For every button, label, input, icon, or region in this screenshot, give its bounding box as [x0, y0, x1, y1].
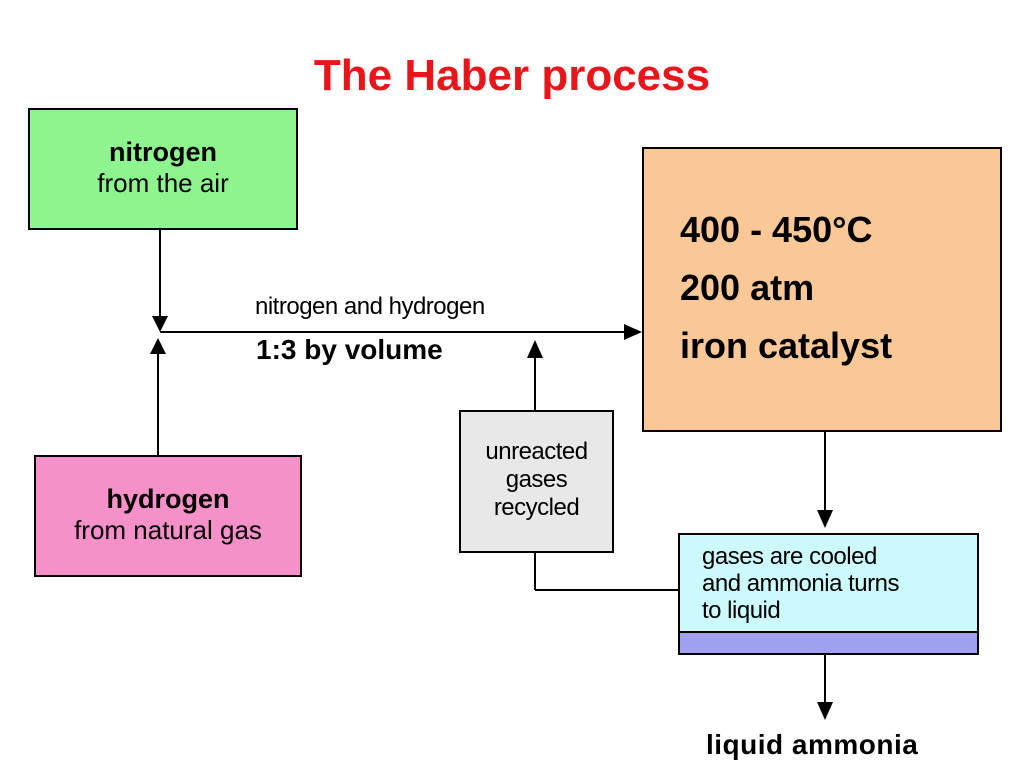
hydrogen-source: from natural gas	[74, 515, 262, 545]
cooling-line-2: and ammonia turns	[702, 570, 899, 597]
pressure-label: 200 atm	[680, 267, 815, 308]
recycled-line-1: unreacted	[485, 438, 588, 465]
arrowhead-to-cooling	[817, 510, 833, 528]
hydrogen-source-box: hydrogen from natural gas	[34, 455, 302, 577]
product-label: liquid ammonia	[706, 729, 919, 760]
liquid-ammonia-band	[680, 631, 977, 653]
catalyst-label: iron catalyst	[680, 325, 893, 366]
hydrogen-name: hydrogen	[106, 484, 230, 514]
arrowhead-recycle-up	[527, 340, 543, 358]
cooling-line-1: gases are cooled	[702, 543, 877, 570]
arrowhead-to-product	[817, 702, 833, 720]
reactor-conditions-box: 400 - 450°C 200 atm iron catalyst	[642, 147, 1002, 432]
arrowhead-hydrogen-up	[150, 338, 166, 354]
arrowhead-nitrogen-down	[152, 316, 168, 332]
diagram-title: The Haber process	[313, 51, 711, 100]
mix-label: nitrogen and hydrogen	[255, 293, 485, 320]
temperature-label: 400 - 450°C	[680, 209, 873, 250]
recycled-gases-box: unreacted gases recycled	[459, 410, 614, 553]
cooling-line-3: to liquid	[702, 597, 781, 624]
ratio-label: 1:3 by volume	[256, 334, 443, 365]
recycled-line-3: recycled	[493, 494, 580, 521]
cooling-box: gases are cooled and ammonia turns to li…	[678, 533, 979, 655]
nitrogen-source: from the air	[97, 168, 229, 198]
nitrogen-source-box: nitrogen from the air	[28, 108, 298, 230]
arrowhead-into-reactor	[624, 324, 642, 340]
recycled-line-2: gases	[505, 466, 568, 493]
nitrogen-name: nitrogen	[109, 137, 217, 167]
